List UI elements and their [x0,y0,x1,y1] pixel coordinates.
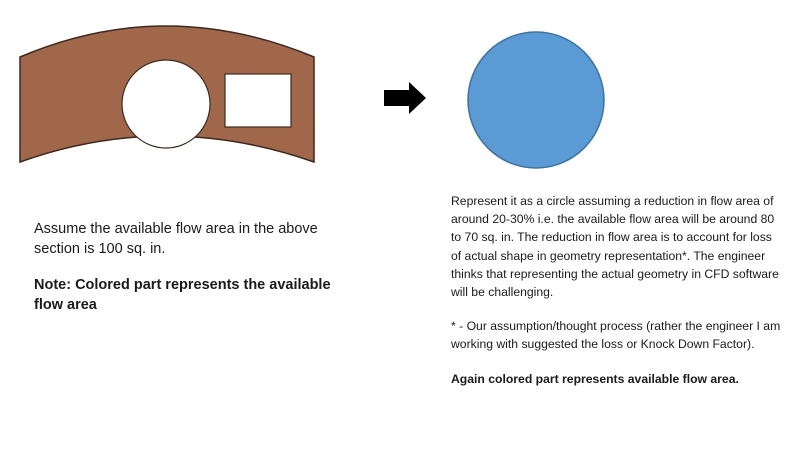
cross-section-shape [19,25,315,164]
rectangular-hole [224,73,292,128]
flow-area-assumption: Assume the available flow area in the ab… [34,221,318,257]
footnote-text: * - Our assumption/thought process (rath… [451,319,781,352]
right-description: Represent it as a circle assuming a redu… [451,192,781,388]
equivalent-circle [467,31,605,169]
right-arrow-icon [384,82,426,114]
colored-part-note: Note: Colored part represents the availa… [34,277,331,313]
round-hole [121,59,211,149]
again-note: Again colored part represents available … [451,371,739,386]
left-description: Assume the available flow area in the ab… [34,219,354,315]
circle-representation-text: Represent it as a circle assuming a redu… [451,194,779,300]
